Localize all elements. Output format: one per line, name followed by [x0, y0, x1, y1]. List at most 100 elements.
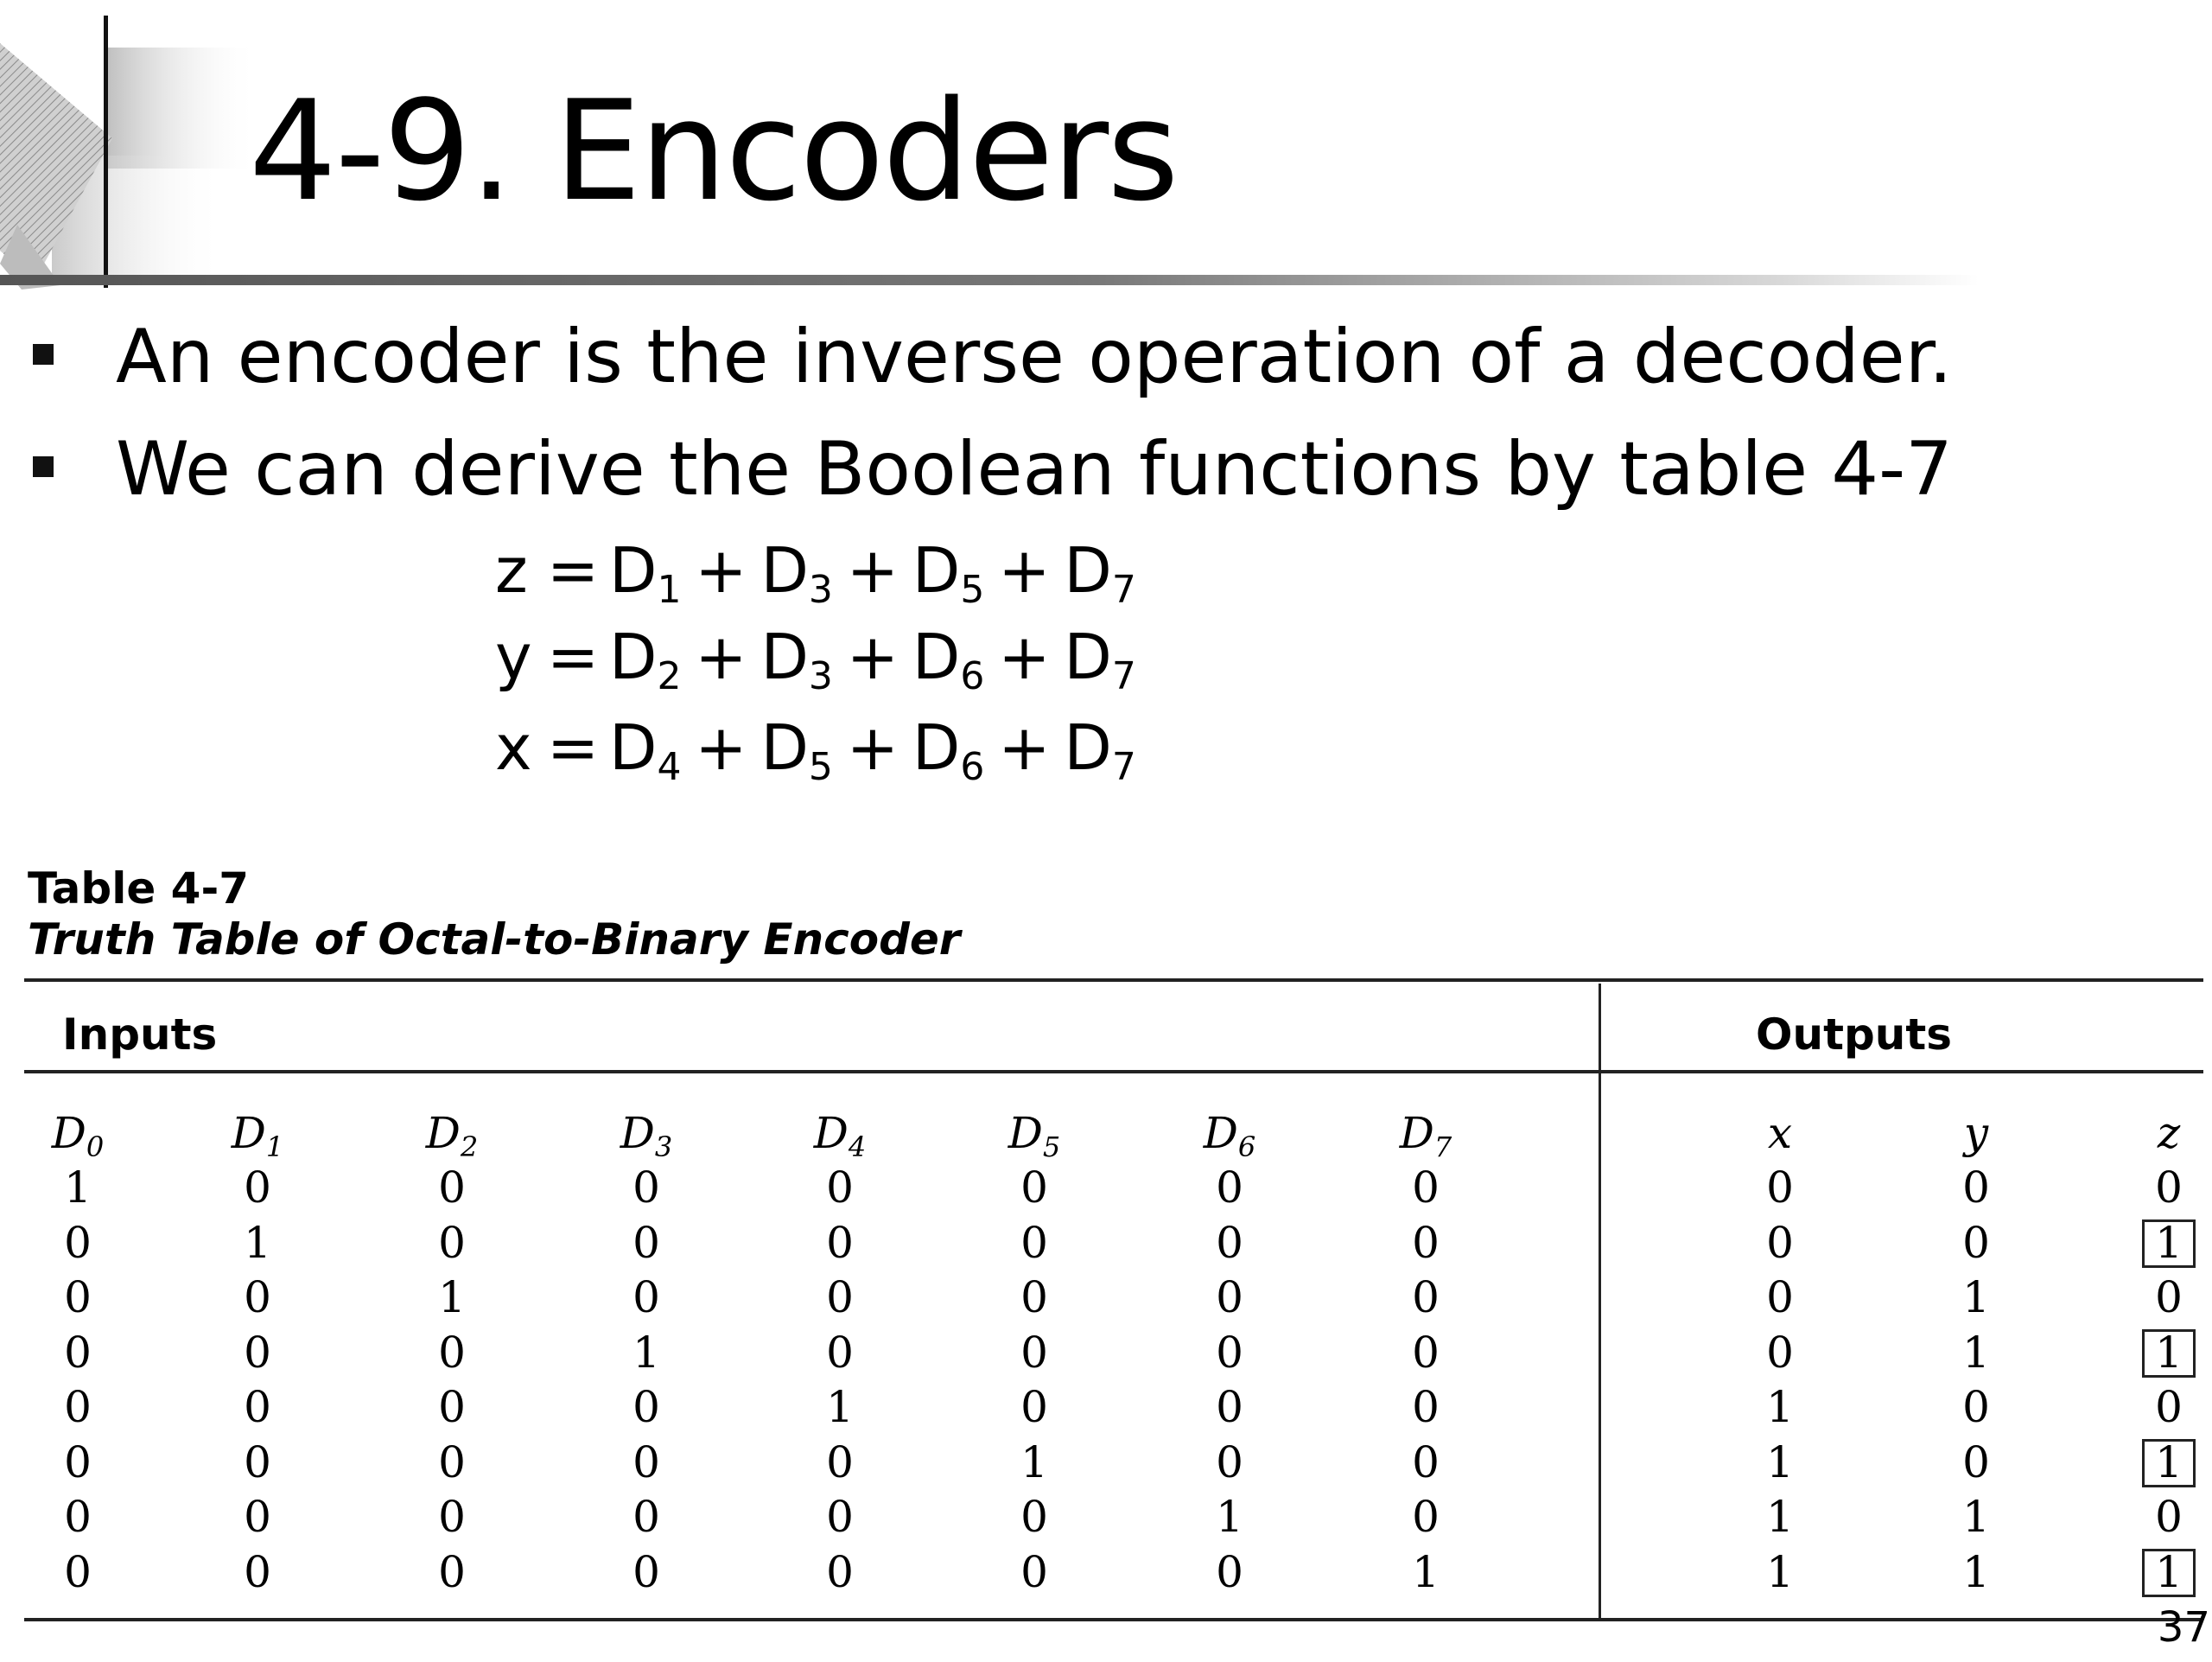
column-header: D5 [1007, 1108, 1061, 1163]
table-cell: 1 [632, 1327, 660, 1378]
slide-title: 4-9. Encoders [249, 70, 1179, 232]
table-cell: 0 [1020, 1272, 1048, 1322]
table-cell: 0 [244, 1546, 271, 1597]
equation-term: D6 [912, 711, 985, 789]
table-cell: 0 [2155, 1272, 2183, 1322]
column-header: D6 [1203, 1108, 1256, 1163]
plus-sign: + [695, 534, 747, 607]
equation-term: D4 [609, 711, 682, 789]
equation-term: D5 [912, 534, 985, 612]
equation-term: D6 [912, 621, 985, 698]
table-cell: 1 [244, 1217, 271, 1268]
table-cell: 0 [1766, 1272, 1794, 1322]
bullet-text: We can derive the Boolean functions by t… [116, 426, 1953, 513]
bullet-item: We can derive the Boolean functions by t… [33, 422, 2020, 517]
table-cell: 0 [1962, 1162, 1990, 1213]
table-cell: 0 [244, 1436, 271, 1487]
table-cell: 1 [2155, 1327, 2183, 1378]
table-cell: 0 [64, 1546, 92, 1597]
table-cell: 0 [1216, 1436, 1243, 1487]
slide-decoration [0, 26, 259, 294]
inputs-group-header: Inputs [62, 1009, 218, 1060]
table-cell: 1 [1216, 1492, 1243, 1542]
title-divider [0, 275, 1979, 285]
table-cell: 0 [438, 1217, 466, 1268]
equation-lhs: z [495, 534, 528, 607]
table-cell: 0 [1020, 1382, 1048, 1432]
table-cell: 0 [1216, 1546, 1243, 1597]
plus-sign: + [998, 621, 1051, 693]
column-header: D2 [425, 1108, 479, 1163]
table-cell: 0 [1766, 1162, 1794, 1213]
table-cell: 0 [64, 1272, 92, 1322]
column-header: D7 [1399, 1108, 1452, 1163]
table-cell: 0 [64, 1436, 92, 1487]
table-cell: 0 [2155, 1492, 2183, 1542]
table-cell: 0 [1020, 1492, 1048, 1542]
table-top-rule [24, 978, 2203, 982]
table-cell: 0 [1962, 1217, 1990, 1268]
table-cell: 0 [826, 1327, 854, 1378]
equation-term: D3 [760, 534, 833, 612]
table-cell: 0 [1020, 1327, 1048, 1378]
table-cell: 0 [826, 1436, 854, 1487]
table-cell: 0 [1412, 1492, 1440, 1542]
table-cell: 0 [1412, 1327, 1440, 1378]
plus-sign: + [846, 534, 899, 607]
table-cell: 0 [632, 1382, 660, 1432]
table-cell: 0 [2155, 1382, 2183, 1432]
table-label: Table 4-7 [28, 863, 249, 914]
equation-y: y=D2+D3+D6+D7 [495, 618, 1136, 716]
equals-sign: = [546, 621, 600, 693]
column-header: D0 [51, 1108, 105, 1163]
table-bottom-rule [24, 1618, 2203, 1621]
table-cell: 0 [826, 1162, 854, 1213]
table-cell: 0 [2155, 1162, 2183, 1213]
table-cell: 1 [1962, 1272, 1990, 1322]
table-cell: 0 [1216, 1162, 1243, 1213]
table-cell: 1 [2155, 1217, 2183, 1268]
column-header: z [2157, 1108, 2181, 1158]
table-cell: 0 [826, 1546, 854, 1597]
table-caption: Table 4-7 Truth Table of Octal-to-Binary… [28, 864, 960, 966]
table-cell: 1 [1962, 1327, 1990, 1378]
table-cell: 1 [2155, 1436, 2183, 1487]
table-cell: 0 [1412, 1382, 1440, 1432]
plus-sign: + [695, 711, 747, 784]
column-header: D3 [620, 1108, 673, 1163]
table-cell: 1 [1962, 1546, 1990, 1597]
equals-sign: = [546, 534, 600, 607]
table-cell: 1 [1766, 1546, 1794, 1597]
table-cell: 1 [1766, 1436, 1794, 1487]
bullet-item: An encoder is the inverse operation of a… [33, 309, 2020, 404]
column-header: y [1963, 1108, 1989, 1158]
table-cell: 0 [438, 1546, 466, 1597]
table-cell: 0 [1216, 1272, 1243, 1322]
table-cell: 1 [1766, 1492, 1794, 1542]
equation-lhs: y [495, 621, 532, 693]
table-cell: 1 [1412, 1546, 1440, 1597]
highlight-box [2142, 1548, 2196, 1597]
table-cell: 0 [244, 1272, 271, 1322]
table-cell: 0 [632, 1546, 660, 1597]
table-cell: 0 [1412, 1272, 1440, 1322]
table-cell: 0 [64, 1382, 92, 1432]
plus-sign: + [998, 534, 1051, 607]
table-cell: 0 [1216, 1382, 1243, 1432]
table-cell: 1 [438, 1272, 466, 1322]
equation-lhs: x [495, 711, 532, 784]
page-number: 37 [2157, 1603, 2210, 1652]
table-cell: 0 [1020, 1546, 1048, 1597]
table-cell: 0 [1020, 1217, 1048, 1268]
equation-term: D5 [760, 711, 833, 789]
equation-term: D2 [609, 621, 682, 698]
table-cell: 0 [244, 1492, 271, 1542]
equation-term: D3 [760, 621, 833, 698]
table-cell: 0 [1962, 1436, 1990, 1487]
table-cell: 0 [826, 1217, 854, 1268]
equation-z: z=D1+D3+D5+D7 [495, 532, 1136, 629]
highlight-box [2142, 1328, 2196, 1378]
table-cell: 0 [632, 1162, 660, 1213]
table-cell: 0 [244, 1162, 271, 1213]
table-cell: 1 [826, 1382, 854, 1432]
